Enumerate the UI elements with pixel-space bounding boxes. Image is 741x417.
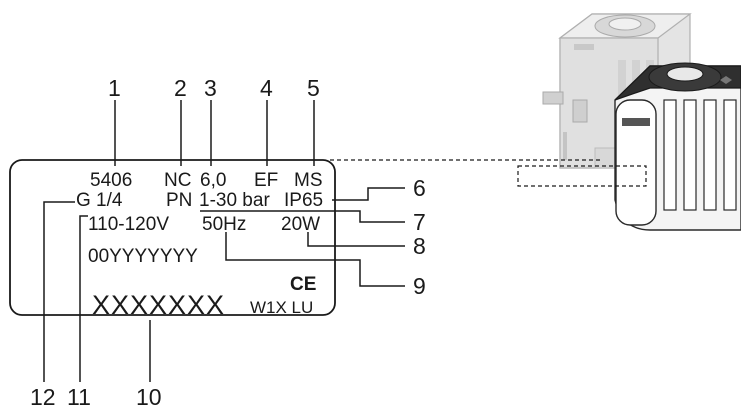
callout-10: 10 [136,384,162,410]
type-code: 5406 [90,170,132,191]
callout-12: 12 [30,384,56,410]
serial-number: 00YYYYYYY [88,246,198,267]
solenoid-coil-illustration [330,13,741,231]
callout-numbers: 1 2 3 4 5 6 7 8 9 10 11 12 [30,75,426,410]
power-rating: 20W [281,214,320,235]
callout-11: 11 [67,384,91,410]
protection-class: IP65 [284,190,323,211]
callout-6: 6 [413,175,426,201]
callout-2: 2 [174,75,187,101]
label-plate-border [9,159,336,316]
pn-label: PN [166,190,192,211]
callout-9: 9 [413,273,426,299]
label-plate-content: 5406 NC 6,0 EF MS G 1/4 PN 1-30 bar IP65… [76,170,323,320]
callout-5: 5 [307,75,320,101]
label-position-indicator [330,159,647,187]
coil-type: EF [254,170,278,191]
voltage: 110-120V [88,214,169,235]
callout-8: 8 [413,233,426,259]
function-code: NC [164,170,191,191]
pressure-range: 1-30 bar [199,190,270,211]
housing-material: MS [294,170,323,191]
ce-mark: CE [290,274,316,295]
orifice-size: 6,0 [200,170,226,191]
callout-4: 4 [260,75,273,101]
port-thread: G 1/4 [76,190,123,211]
callout-leader-lines [43,100,405,382]
callout-7: 7 [413,209,426,235]
frequency: 50Hz [202,214,246,235]
plant-code: W1X LU [250,298,313,317]
callout-3: 3 [204,75,217,101]
date-code: XXXXXXX [92,290,225,320]
front-coil [614,62,741,231]
callout-1: 1 [108,75,121,101]
